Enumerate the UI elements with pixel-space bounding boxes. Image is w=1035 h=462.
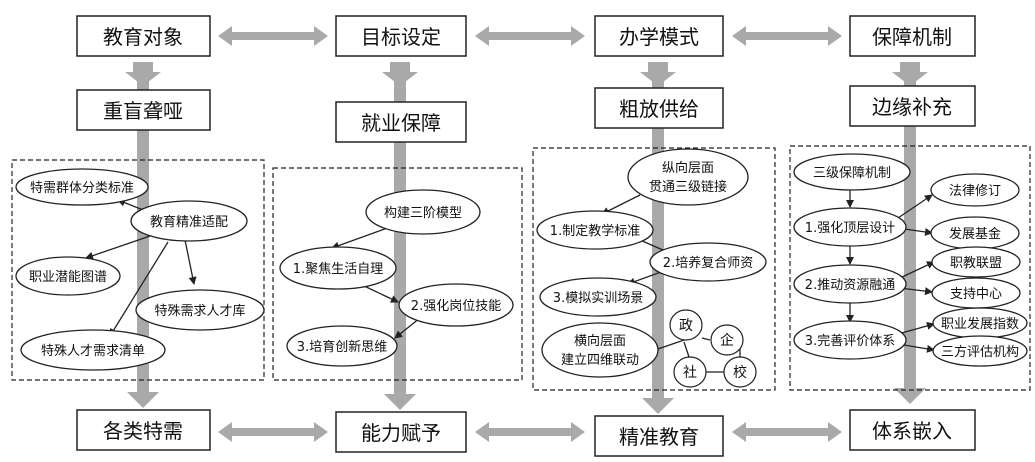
node-third-party-evaluation-label: 三方评估机构 — [941, 344, 1019, 360]
node-special-group-standard-label: 特需群体分类标准 — [30, 181, 134, 196]
node-support-center: 支持中心 — [931, 277, 1021, 309]
node-law-revision: 法律修订 — [930, 173, 1020, 207]
mid-box-2-label: 就业保障 — [361, 111, 441, 135]
node-horizontal-level: 横向层面 建立四维联动 — [541, 322, 659, 378]
node-law-revision-label: 法律修订 — [949, 184, 1001, 199]
panel-4 — [789, 145, 1031, 391]
node-simulated-training: 3.模拟实训场景 — [539, 277, 657, 317]
node-innovative-thinking-label: 3.培育创新思维 — [297, 339, 387, 355]
panel-2-connectors — [331, 226, 421, 339]
node-vocational-alliance: 职教联盟 — [931, 246, 1021, 278]
mid-box-4: 边缘补充 — [849, 85, 976, 127]
node-job-skills-label: 2.强化岗位技能 — [411, 299, 501, 314]
bottom-box-2-label: 能力赋予 — [361, 421, 441, 445]
mid-box-4-label: 边缘补充 — [872, 95, 952, 119]
node-top-level-design: 1.强化顶层设计 — [793, 207, 907, 247]
bottom-double-arrows — [218, 422, 842, 442]
node-three-stage-model: 构建三阶模型 — [365, 189, 481, 235]
node-party-school: 校 — [723, 356, 757, 388]
node-talent-pool: 特殊需求人才库 — [135, 289, 265, 331]
node-third-party-evaluation: 三方评估机构 — [932, 335, 1028, 367]
node-evaluation-system-label: 3.完善评价体系 — [805, 333, 895, 349]
node-party-school-label: 校 — [733, 364, 747, 381]
node-vocational-potential-map: 职业潜能图谱 — [15, 256, 121, 296]
node-vertical-level: 纵向层面 贯通三级链接 — [627, 148, 749, 206]
panel-2 — [272, 167, 523, 381]
top-double-arrows — [218, 26, 842, 46]
node-teaching-standards-label: 1.制定教学标准 — [550, 223, 640, 239]
node-special-group-standard: 特需群体分类标准 — [15, 168, 149, 206]
top-box-1: 教育对象 — [76, 15, 211, 57]
node-evaluation-system: 3.完善评价体系 — [793, 320, 907, 360]
node-composite-teachers: 2.培养复合师资 — [649, 242, 767, 282]
node-vertical-level-sub: 贯通三级链接 — [649, 179, 727, 195]
top-box-2: 目标设定 — [335, 15, 467, 57]
node-support-center-label: 支持中心 — [950, 287, 1002, 302]
node-precise-adaptation: 教育精准适配 — [130, 200, 248, 242]
node-precise-adaptation-label: 教育精准适配 — [150, 214, 228, 230]
node-innovative-thinking: 3.培育创新思维 — [286, 325, 398, 367]
node-life-self-care-label: 1.聚焦生活自理 — [293, 262, 383, 277]
mid-box-1: 重盲聋哑 — [76, 89, 211, 131]
top-box-2-label: 目标设定 — [361, 25, 441, 49]
node-composite-teachers-label: 2.培养复合师资 — [663, 255, 753, 271]
mid-box-1-label: 重盲聋哑 — [103, 99, 183, 123]
bottom-box-2: 能力赋予 — [335, 411, 467, 453]
panel-1 — [11, 159, 265, 381]
node-party-society: 社 — [673, 356, 707, 388]
node-three-level-mechanism-label: 三级保障机制 — [813, 166, 891, 181]
top-box-4: 保障机制 — [849, 15, 976, 57]
node-horizontal-level-sub: 建立四维联动 — [561, 353, 639, 368]
top-box-1-label: 教育对象 — [103, 25, 183, 49]
top-box-3-label: 办学模式 — [619, 25, 699, 49]
mid-box-3: 粗放供给 — [594, 87, 724, 129]
node-simulated-training-label: 3.模拟实训场景 — [553, 291, 643, 306]
node-resource-integration-label: 2.推动资源融通 — [805, 278, 895, 293]
node-talent-demand-list: 特殊人才需求清单 — [20, 329, 166, 371]
node-development-fund: 发展基金 — [930, 216, 1020, 250]
top-box-4-label: 保障机制 — [872, 25, 952, 49]
node-party-society-label: 社 — [683, 365, 697, 381]
node-three-level-mechanism: 三级保障机制 — [793, 153, 911, 191]
bottom-box-1-label: 各类特需 — [103, 419, 183, 443]
node-teaching-standards: 1.制定教学标准 — [536, 210, 654, 250]
node-vertical-level-label: 纵向层面 — [662, 160, 714, 176]
bottom-box-3-label: 精准教育 — [619, 425, 699, 449]
node-talent-pool-label: 特殊需求人才库 — [154, 303, 245, 319]
panel-3 — [532, 147, 776, 391]
node-party-government: 政 — [669, 309, 703, 341]
bottom-box-4-label: 体系嵌入 — [872, 419, 952, 443]
node-life-self-care: 1.聚焦生活自理 — [279, 246, 397, 290]
node-job-skills: 2.强化岗位技能 — [398, 283, 514, 327]
drop-arrows — [125, 62, 928, 86]
bottom-box-4: 体系嵌入 — [849, 409, 976, 451]
node-three-stage-model-label: 构建三阶模型 — [384, 206, 462, 221]
node-career-index-label: 职业发展指数 — [941, 316, 1019, 332]
bottom-box-1: 各类特需 — [76, 409, 211, 451]
node-party-government-label: 政 — [679, 318, 693, 334]
mid-box-2: 就业保障 — [335, 101, 467, 143]
bottom-box-3: 精准教育 — [594, 415, 724, 457]
node-horizontal-level-label: 横向层面 — [574, 333, 626, 349]
mid-box-3-label: 粗放供给 — [619, 97, 699, 121]
node-vocational-alliance-label: 职教联盟 — [950, 255, 1002, 271]
node-vocational-potential-map-label: 职业潜能图谱 — [29, 270, 107, 285]
node-development-fund-label: 发展基金 — [949, 226, 1001, 242]
node-top-level-design-label: 1.强化顶层设计 — [805, 221, 895, 236]
node-career-index: 职业发展指数 — [932, 307, 1028, 339]
node-talent-demand-list-label: 特殊人才需求清单 — [41, 344, 145, 359]
node-resource-integration: 2.推动资源融通 — [793, 264, 907, 304]
top-box-3: 办学模式 — [594, 15, 724, 57]
node-party-enterprise-label: 企 — [720, 332, 734, 349]
node-party-enterprise: 企 — [710, 324, 744, 356]
